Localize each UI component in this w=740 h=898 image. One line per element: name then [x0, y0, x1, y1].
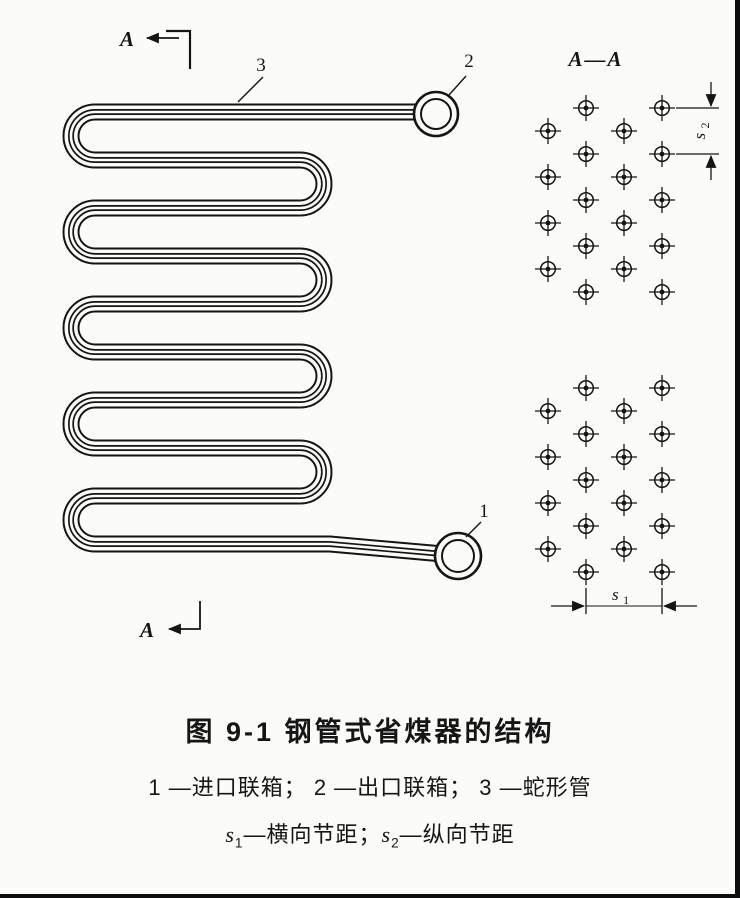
scan-border-bottom — [0, 894, 740, 898]
section-view-tube-grid-top — [534, 94, 676, 306]
legend-s2-text: —纵向节距 — [399, 822, 515, 847]
outlet-header — [412, 90, 460, 138]
dimension-label-s2: s 2 — [690, 122, 712, 139]
tube-cross-section — [572, 558, 600, 586]
inlet-header — [433, 531, 483, 581]
tube-cross-section — [610, 397, 638, 425]
part-label-outlet-header: 2 — [464, 51, 474, 72]
figure-title: 图 9-1 钢管式省煤器的结构 — [185, 717, 555, 747]
figure-legend-dims: s1—横向节距；s2—纵向节距 — [0, 817, 740, 850]
section-bracket-top — [166, 29, 192, 69]
tube-cross-section — [648, 186, 676, 214]
tube-cross-section — [534, 209, 562, 237]
tube-cross-section — [610, 117, 638, 145]
tube-cross-section — [534, 117, 562, 145]
scan-border-right — [735, 0, 740, 898]
section-view-title: A—A — [566, 47, 623, 71]
part-label-coil: 3 — [256, 55, 266, 76]
dimension-s2 — [676, 82, 719, 180]
tube-cross-section — [610, 163, 638, 191]
s2-sub: 2 — [698, 122, 712, 128]
economizer-diagram: 3 2 1 A A A—A s 2 — [0, 27, 719, 642]
legend-s1-sub: 1 — [234, 835, 244, 851]
tube-cross-section — [534, 443, 562, 471]
tube-cross-section — [534, 163, 562, 191]
tube-cross-section — [572, 232, 600, 260]
legend-s2-sub: 2 — [391, 835, 400, 851]
leader-line-outlet — [448, 75, 467, 96]
leader-line-inlet — [465, 521, 482, 538]
tube-cross-section — [534, 397, 562, 425]
section-letter-bottom: A — [138, 618, 154, 642]
section-view-tube-grid-bottom — [534, 374, 676, 586]
legend-s1-base: s — [225, 822, 235, 847]
tube-cross-section — [572, 186, 600, 214]
tube-cross-section — [648, 374, 676, 402]
dimension-label-s1: s 1 — [612, 585, 629, 607]
tube-cross-section — [648, 466, 676, 494]
tube-cross-section — [648, 278, 676, 306]
tube-cross-section — [648, 512, 676, 540]
tube-cross-section — [610, 209, 638, 237]
tube-cross-section — [648, 420, 676, 448]
tube-cross-section — [534, 535, 562, 563]
tube-cross-section — [610, 443, 638, 471]
s1-sub: 1 — [623, 593, 629, 607]
tube-cross-section — [572, 278, 600, 306]
s1-base: s — [612, 585, 619, 604]
tube-cross-section — [610, 255, 638, 283]
tube-cross-section — [610, 489, 638, 517]
section-letter-top: A — [118, 27, 134, 51]
tube-cross-section — [610, 535, 638, 563]
legend-s2-base: s — [381, 822, 392, 847]
dimension-s1 — [551, 588, 697, 614]
legend-s1-text: —横向节距； — [243, 822, 382, 847]
tube-cross-section — [572, 140, 600, 168]
tube-cross-section — [572, 512, 600, 540]
tube-cross-section — [648, 140, 676, 168]
figure-legend-parts: 1 —进口联箱； 2 —出口联箱； 3 —蛇形管 — [148, 775, 592, 800]
tube-cross-section — [648, 558, 676, 586]
tube-cross-section — [534, 489, 562, 517]
tube-cross-section — [648, 232, 676, 260]
s2-base: s — [690, 133, 709, 140]
serpentine-coil — [71, 112, 443, 554]
tube-cross-section — [648, 94, 676, 122]
tube-cross-section — [572, 374, 600, 402]
tube-cross-section — [572, 420, 600, 448]
tube-cross-section — [572, 94, 600, 122]
figure-caption: 图 9-1 钢管式省煤器的结构 1 —进口联箱； 2 —出口联箱； 3 —蛇形管… — [0, 710, 740, 850]
part-label-inlet-header: 1 — [479, 501, 489, 522]
tube-cross-section — [572, 466, 600, 494]
section-marker-top: A — [118, 27, 192, 69]
section-arrow-bottom — [167, 601, 201, 635]
part-leaders — [237, 75, 482, 538]
tube-cross-section — [534, 255, 562, 283]
leader-line-coil — [237, 76, 264, 103]
section-marker-bottom: A — [138, 601, 201, 642]
